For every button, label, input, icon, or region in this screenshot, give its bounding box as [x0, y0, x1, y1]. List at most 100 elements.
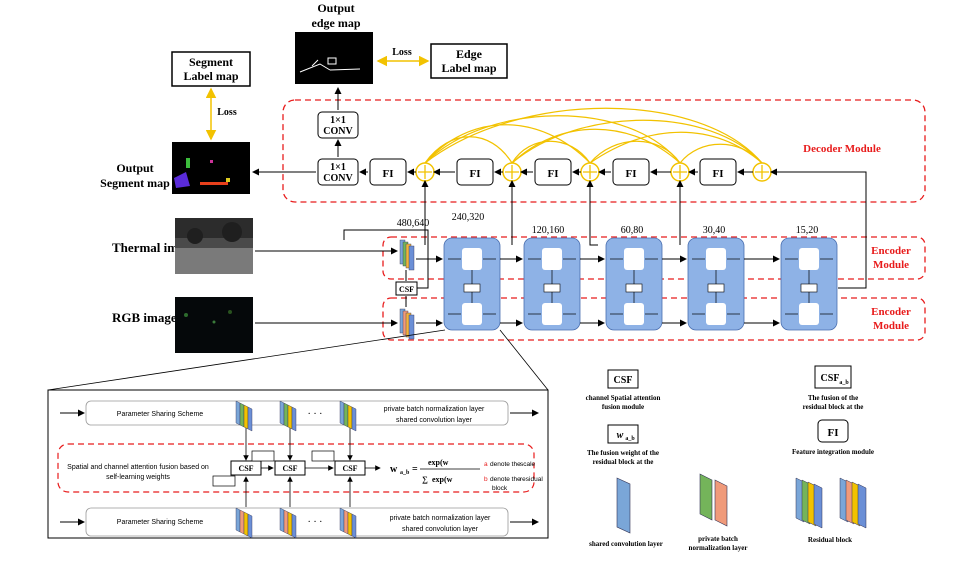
encoder-block-2-inner-1 — [542, 248, 562, 270]
legend-csfab-desc-1: The fusion of the — [808, 394, 858, 402]
rgb-image-label: RGB image — [112, 310, 177, 325]
svg-text:a_b: a_b — [839, 380, 849, 386]
formula-denominator: ∑ — [422, 475, 428, 484]
encoder-decoder-links — [421, 168, 867, 289]
param-sharing-bottom-label: Parameter Sharing Scheme — [117, 519, 203, 526]
encoder-block-1-inner-1 — [462, 248, 482, 270]
conv-box-bottom — [317, 158, 359, 186]
conv-box-top-line2: CONV — [323, 126, 353, 137]
loss-top-label: Loss — [392, 47, 412, 58]
conv-box-bottom-line2: CONV — [323, 173, 353, 184]
zoom-line-right — [499, 329, 549, 391]
fi-box-5 — [699, 158, 737, 186]
attention-text-2: self-learning weights — [106, 474, 170, 481]
csf-chain-2: CSF — [282, 464, 297, 473]
rgb-input-stack — [399, 308, 415, 340]
output-segment-map-title: Output — [116, 161, 153, 175]
segment-label-map-box — [171, 51, 251, 87]
csf-chain-1: CSF — [238, 464, 253, 473]
legend-csf-desc-1: channel Spatial attention — [586, 394, 661, 402]
conv-box-top — [317, 111, 359, 139]
edge-label-map-box — [430, 43, 508, 79]
attention-text-1: Spatial and channel attention fusion bas… — [67, 464, 209, 471]
svg-text:a_b: a_b — [625, 436, 635, 442]
skip-arcs — [424, 107, 763, 164]
legend-csf-desc-2: fusion module — [602, 403, 644, 411]
svg-text:=: = — [412, 464, 418, 475]
segment-colors — [174, 158, 230, 188]
legend-wab-label: w — [617, 430, 624, 441]
legend-shared-conv-label: shared convolution layer — [589, 540, 663, 548]
thermal-input-stack — [399, 239, 415, 271]
encoder-block-5-inner-2 — [799, 303, 819, 325]
csf-chain-3: CSF — [342, 464, 357, 473]
legend-wab-box — [607, 424, 639, 444]
bn-bottom-line2: shared convolution layer — [402, 526, 479, 533]
encoder-block-4-inner-2 — [706, 303, 726, 325]
encoder-blocks — [416, 237, 838, 331]
encoder-block-3-csf — [625, 283, 643, 293]
legend-private-bn-shape — [699, 473, 728, 527]
loss-left-label: Loss — [217, 107, 237, 118]
edge-label-map-title: Edge — [456, 47, 483, 61]
legend-residual-block-label: Residual block — [808, 536, 852, 544]
csf-chain: CSF CSF CSF — [212, 450, 366, 487]
resolution-label-1: 480,640 — [397, 218, 430, 229]
encoder-block-4-inner-1 — [706, 248, 726, 270]
detail-stacks — [235, 400, 357, 539]
svg-text:exp(w: exp(w — [432, 475, 453, 484]
legend-residual-block-shape — [795, 477, 867, 529]
attention-frame — [57, 443, 535, 493]
fi-label-2: FI — [470, 168, 481, 180]
svg-text:scale: scale — [520, 461, 536, 468]
decoder-module-frame — [282, 99, 926, 203]
svg-text:residual: residual — [520, 476, 543, 483]
bn-bottom-line1: private batch normalization layer — [390, 515, 491, 522]
encoder-module-label-rgb: Encoder — [871, 306, 911, 318]
legend-csf-label: CSF — [614, 375, 633, 386]
decoder-module-label: Decoder Module — [803, 143, 881, 155]
legend-private-bn-label-2: normalization layer — [689, 544, 748, 552]
note-a: a — [484, 461, 488, 468]
param-sharing-bottom — [85, 507, 509, 537]
dots-top: · · · — [308, 409, 323, 420]
encoder-module-label-thermal: Encoder — [871, 245, 911, 257]
formula-numerator: exp(w — [428, 458, 449, 467]
fi-box-1 — [369, 158, 407, 186]
resolution-label-6: 15,20 — [796, 225, 819, 236]
formula-lhs: w — [390, 464, 398, 475]
legend-fi-desc: Feature integration module — [792, 448, 874, 456]
legend-csfab-desc-2: residual block at the — [803, 403, 864, 411]
legend-wab-desc-1: The fusion weight of the — [587, 449, 659, 457]
encoder-block-5-csf — [800, 283, 818, 293]
encoder-block-4-csf — [707, 283, 725, 293]
fi-label-5: FI — [713, 168, 724, 180]
fi-box-3 — [534, 158, 572, 186]
fi-box-2 — [456, 158, 494, 186]
param-sharing-top — [85, 400, 509, 426]
resolution-label-3: 120,160 — [532, 225, 565, 236]
bn-top-line1: private batch normalization layer — [384, 406, 485, 413]
legend-fi-box — [817, 419, 849, 443]
encoder-block-5-inner-1 — [799, 248, 819, 270]
fi-label-3: FI — [548, 168, 559, 180]
dots-bottom: · · · — [308, 517, 323, 528]
segment-label-map-title-2: Label map — [183, 69, 238, 83]
encoder-block-3-inner-2 — [624, 303, 644, 325]
csf-box-label: CSF — [399, 285, 414, 294]
svg-text:a_b: a_b — [400, 470, 410, 476]
fi-label-4: FI — [626, 168, 637, 180]
rgb-image — [175, 297, 253, 353]
encoder-module-frame-thermal — [382, 236, 926, 280]
svg-text:block: block — [492, 485, 508, 492]
segment-label-map-title: Segment — [189, 55, 233, 69]
legend-csf-box — [607, 369, 639, 389]
legend-wab-desc-2: residual block at the — [593, 458, 654, 466]
svg-text:denote the: denote the — [490, 476, 521, 483]
encoder-module-label-thermal-2: Module — [873, 259, 909, 271]
fi-box-4 — [612, 158, 650, 186]
fi-label-1: FI — [383, 168, 394, 180]
output-edge-map-title: Output — [317, 1, 354, 15]
resolution-label-2: 240,320 — [452, 212, 485, 223]
